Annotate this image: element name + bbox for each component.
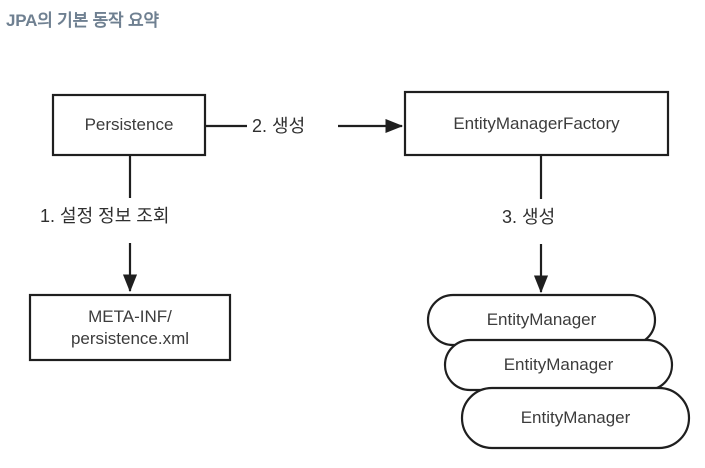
- page-title: JPA의 기본 동작 요약: [6, 11, 159, 30]
- node-entity-manager-3-shape: [460, 386, 691, 450]
- node-entity-manager-2-shape: [443, 338, 674, 392]
- node-entity-manager-factory-shape: [403, 90, 670, 157]
- edge-label-step-2: 2. 생성: [248, 112, 310, 138]
- edge-label-step-1: 1. 설정 정보 조회: [36, 202, 174, 228]
- node-persistence-shape: [51, 93, 207, 157]
- node-meta-inf-shape: [28, 293, 232, 362]
- edge-label-step-3: 3. 생성: [498, 203, 560, 229]
- node-entity-manager-1-shape: [426, 293, 657, 347]
